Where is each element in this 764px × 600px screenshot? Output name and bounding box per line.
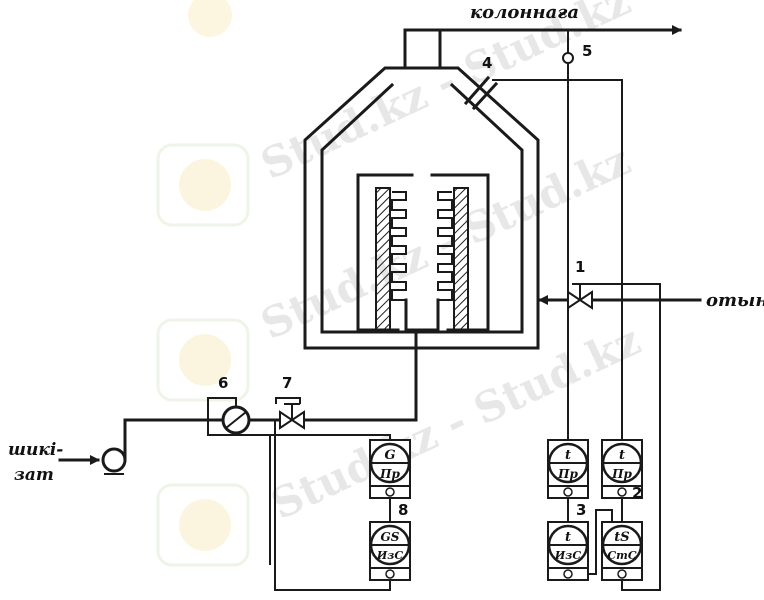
valve-number-5: 5: [582, 42, 592, 60]
signal-line-4: [492, 79, 623, 440]
right-radiant-wall: [453, 187, 469, 331]
furnace: [303, 28, 540, 422]
furnace-inner-wall: [320, 82, 524, 334]
temp-sensor-left-top: t: [565, 448, 571, 463]
column-line: колоннаға: [438, 2, 682, 35]
damper-icon: [463, 75, 491, 106]
left-radiant-wall: [375, 187, 391, 331]
valve-7-icon: [279, 403, 305, 430]
temperature-loop-3: t Пр 3 t ИзС: [547, 439, 613, 581]
pump-icon: [101, 447, 127, 475]
controller-3-top: t: [565, 530, 571, 545]
right-tube-coil: [437, 191, 453, 301]
furnace-outlet-pipe: [303, 330, 418, 422]
valve-number-6: 6: [218, 374, 228, 392]
signal-line-7: [274, 420, 391, 591]
controller-2-top: tS: [614, 530, 629, 545]
coil-outlet: [404, 298, 440, 332]
flow-sensor-bottom: Пр: [379, 467, 400, 481]
signal-line-6: [268, 434, 391, 440]
to-column-label: колоннаға: [470, 2, 579, 23]
flow-controller-bottom: ИзС: [376, 549, 403, 562]
furnace-outer-wall: [303, 66, 540, 350]
signal-link-3-2: [588, 509, 613, 575]
temp-sensor-right-top: t: [619, 448, 625, 463]
raw-material-line: шикі- зат 6 7: [8, 374, 391, 591]
temperature-loop-2: t Пр 2 tS СтС: [601, 439, 660, 591]
fuel-label: отын: [706, 290, 764, 311]
flow-controller-top: GS: [381, 530, 400, 544]
temp-sensor-right-bottom: Пр: [611, 467, 632, 481]
temp-sensor-left-bottom: Пр: [557, 467, 578, 481]
valve-number-1: 1: [575, 258, 585, 276]
valve-number-8: 8: [398, 501, 408, 519]
watermark-logo-icon: [156, 0, 250, 567]
chimney: [403, 28, 442, 70]
valve-number-2: 2: [632, 484, 642, 502]
raw-material-label-2: зат: [14, 465, 54, 485]
raw-material-label-1: шикі-: [8, 440, 63, 460]
valve-1-icon: [567, 283, 593, 310]
flow-sensor-top: G: [384, 448, 395, 463]
valve-number-7: 7: [282, 374, 292, 392]
valve-number-3: 3: [576, 501, 586, 519]
flow-control-loop: G Пр 8 GS ИзС: [268, 434, 411, 581]
raw-material-pipe: [123, 418, 224, 462]
controller-3-bottom: ИзС: [554, 549, 581, 562]
flowmeter-6-icon: [207, 397, 271, 565]
controller-2-bottom: СтС: [607, 549, 636, 562]
valve-number-4: 4: [482, 54, 492, 72]
damper-4: 4: [463, 54, 623, 440]
left-tube-coil: [391, 191, 407, 301]
probe-icon: [562, 52, 574, 64]
temp-probe-5: 5: [562, 30, 592, 440]
